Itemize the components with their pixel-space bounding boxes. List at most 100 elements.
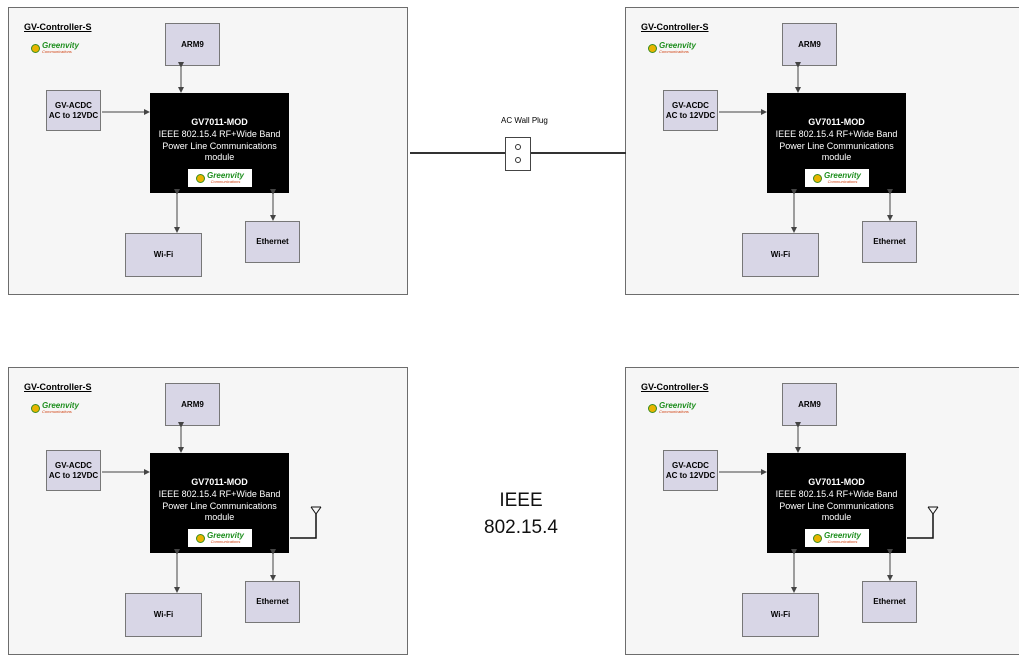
- wireless-standard-label: IEEE 802.15.4: [461, 488, 581, 541]
- logo-sub: Communications: [659, 49, 689, 54]
- logo-name: Greenvity: [824, 531, 861, 540]
- module-logo: Greenvity Communications: [188, 169, 252, 187]
- wireless-line-2: 802.15.4: [484, 516, 558, 538]
- leaf-icon: [648, 43, 657, 53]
- arm9-label: ARM9: [798, 399, 821, 409]
- logo-name: Greenvity: [42, 41, 79, 50]
- wifi-label: Wi-Fi: [153, 250, 174, 259]
- ethernet-block: Ethernet: [862, 221, 917, 263]
- acdc-block: GV-ACDC AC to 12VDC: [46, 450, 101, 491]
- controller-panel: GV-Controller-S Greenvity Communications…: [8, 7, 408, 295]
- acdc-label-1: GV-ACDC: [672, 460, 709, 470]
- leaf-icon: [813, 533, 823, 543]
- antenna-icon: [290, 506, 322, 539]
- outlet-hole-icon: [515, 144, 521, 150]
- module-logo: Greenvity Communications: [188, 529, 252, 547]
- module-title: GV7011-MOD: [191, 117, 248, 127]
- module-title: GV7011-MOD: [808, 477, 865, 487]
- ethernet-label: Ethernet: [256, 237, 289, 246]
- wifi-label: Wi-Fi: [770, 250, 791, 259]
- logo-name: Greenvity: [207, 171, 244, 180]
- acdc-label-1: GV-ACDC: [55, 100, 92, 110]
- logo-sub: Communications: [42, 49, 72, 54]
- acdc-label-1: GV-ACDC: [672, 100, 709, 110]
- logo-sub: Communications: [210, 539, 241, 544]
- controller-panel: GV-Controller-S Greenvity Communications…: [625, 7, 1019, 295]
- acdc-block: GV-ACDC AC to 12VDC: [663, 90, 718, 131]
- controller-panel: GV-Controller-S Greenvity Communications…: [625, 367, 1019, 655]
- controller-title: GV-Controller-S: [24, 22, 92, 32]
- greenvity-logo: Greenvity Communications: [813, 172, 861, 184]
- acdc-label-2: AC to 12VDC: [48, 470, 99, 480]
- arm9-block: ARM9: [165, 23, 220, 66]
- acdc-block: GV-ACDC AC to 12VDC: [663, 450, 718, 491]
- module-title: GV7011-MOD: [808, 117, 865, 127]
- ethernet-block: Ethernet: [245, 581, 300, 623]
- logo-name: Greenvity: [659, 41, 696, 50]
- gv7011-module-block: GV7011-MOD IEEE 802.15.4 RF+Wide Band Po…: [767, 453, 906, 553]
- module-logo: Greenvity Communications: [805, 169, 869, 187]
- controller-title: GV-Controller-S: [24, 382, 92, 392]
- arm9-label: ARM9: [798, 39, 821, 49]
- antenna-icon: [907, 506, 939, 539]
- arm9-block: ARM9: [782, 383, 837, 426]
- controller-title: GV-Controller-S: [641, 22, 709, 32]
- power-line-right: [531, 152, 626, 154]
- logo-sub: Communications: [42, 409, 72, 414]
- leaf-icon: [31, 43, 40, 53]
- leaf-icon: [31, 403, 40, 413]
- ethernet-block: Ethernet: [862, 581, 917, 623]
- ac-wall-plug-icon: [505, 137, 531, 171]
- wifi-block: Wi-Fi: [125, 233, 202, 277]
- power-line-left: [410, 152, 505, 154]
- leaf-icon: [196, 533, 206, 543]
- outlet-hole-icon: [515, 157, 521, 163]
- logo-name: Greenvity: [824, 171, 861, 180]
- logo-sub: Communications: [210, 179, 241, 184]
- module-description: IEEE 802.15.4 RF+Wide Band Power Line Co…: [158, 489, 281, 523]
- ethernet-label: Ethernet: [873, 237, 906, 246]
- ethernet-block: Ethernet: [245, 221, 300, 263]
- greenvity-logo: Greenvity Communications: [196, 532, 244, 544]
- module-description: IEEE 802.15.4 RF+Wide Band Power Line Co…: [775, 489, 898, 523]
- controller-title: GV-Controller-S: [641, 382, 709, 392]
- arm9-block: ARM9: [782, 23, 837, 66]
- greenvity-logo: Greenvity Communications: [31, 402, 79, 414]
- logo-sub: Communications: [827, 179, 858, 184]
- acdc-label-2: AC to 12VDC: [665, 110, 716, 120]
- arm9-label: ARM9: [181, 39, 204, 49]
- leaf-icon: [196, 173, 206, 183]
- leaf-icon: [813, 173, 823, 183]
- greenvity-logo: Greenvity Communications: [648, 42, 696, 54]
- greenvity-logo: Greenvity Communications: [31, 42, 79, 54]
- module-logo: Greenvity Communications: [805, 529, 869, 547]
- greenvity-logo: Greenvity Communications: [648, 402, 696, 414]
- ethernet-label: Ethernet: [873, 597, 906, 606]
- logo-name: Greenvity: [207, 531, 244, 540]
- gv7011-module-block: GV7011-MOD IEEE 802.15.4 RF+Wide Band Po…: [150, 93, 289, 193]
- wifi-block: Wi-Fi: [742, 593, 819, 637]
- controller-panel: GV-Controller-S Greenvity Communications…: [8, 367, 408, 655]
- gv7011-module-block: GV7011-MOD IEEE 802.15.4 RF+Wide Band Po…: [767, 93, 906, 193]
- wifi-block: Wi-Fi: [125, 593, 202, 637]
- gv7011-module-block: GV7011-MOD IEEE 802.15.4 RF+Wide Band Po…: [150, 453, 289, 553]
- acdc-label-1: GV-ACDC: [55, 460, 92, 470]
- logo-sub: Communications: [659, 409, 689, 414]
- ac-wall-plug-label: AC Wall Plug: [501, 116, 548, 125]
- acdc-label-2: AC to 12VDC: [665, 470, 716, 480]
- ethernet-label: Ethernet: [256, 597, 289, 606]
- arm9-label: ARM9: [181, 399, 204, 409]
- wireless-line-1: IEEE: [499, 490, 543, 511]
- acdc-block: GV-ACDC AC to 12VDC: [46, 90, 101, 131]
- leaf-icon: [648, 403, 657, 413]
- logo-sub: Communications: [827, 539, 858, 544]
- module-description: IEEE 802.15.4 RF+Wide Band Power Line Co…: [775, 129, 898, 163]
- wifi-block: Wi-Fi: [742, 233, 819, 277]
- wifi-label: Wi-Fi: [770, 610, 791, 619]
- module-description: IEEE 802.15.4 RF+Wide Band Power Line Co…: [158, 129, 281, 163]
- wifi-label: Wi-Fi: [153, 610, 174, 619]
- module-title: GV7011-MOD: [191, 477, 248, 487]
- acdc-label-2: AC to 12VDC: [48, 110, 99, 120]
- logo-name: Greenvity: [659, 401, 696, 410]
- greenvity-logo: Greenvity Communications: [813, 532, 861, 544]
